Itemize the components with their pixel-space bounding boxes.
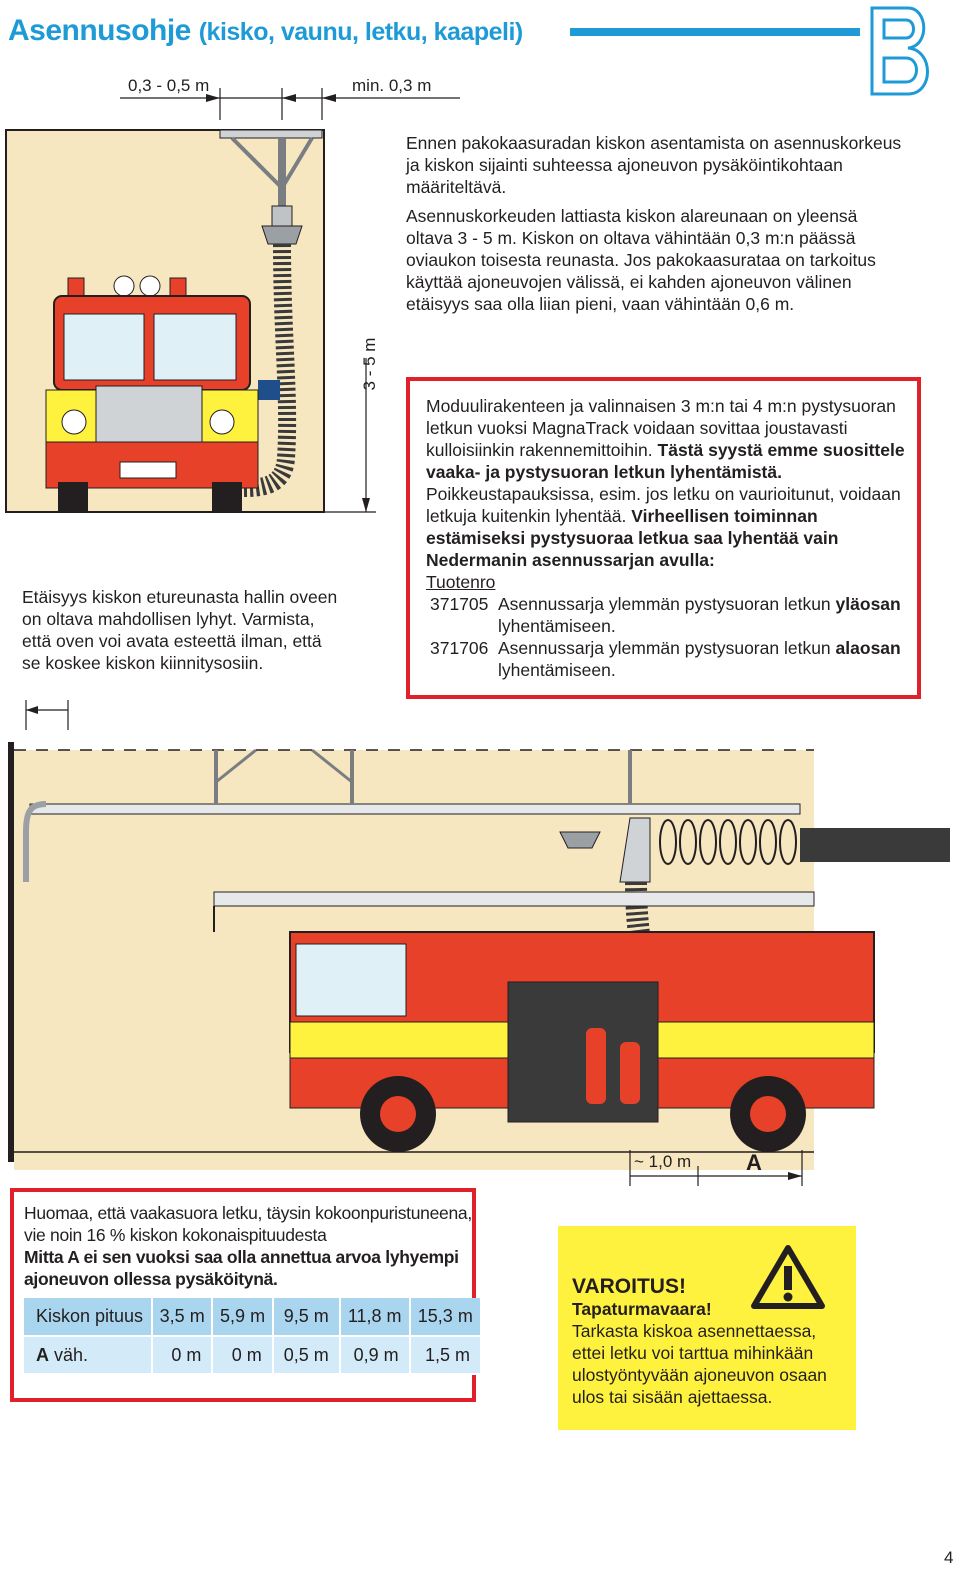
product-number: 371705	[430, 594, 489, 614]
hose-length-note: Huomaa, että vaakasuora letku, täysin ko…	[10, 1188, 476, 1402]
warning-subtitle: Tapaturmavaara!	[572, 1299, 712, 1319]
title-subtitle: (kisko, vaunu, letku, kaapeli)	[198, 18, 524, 46]
page-title: Asennusohje (kisko, vaunu, letku, kaapel…	[8, 14, 523, 48]
label-min: väh.	[49, 1344, 89, 1365]
dimension-offset-label: 0,3 - 0,5 m	[128, 76, 210, 95]
front-view-illustration	[5, 129, 376, 513]
notice-text-3: Poikkeustapauksissa, esim. jos letku on …	[426, 484, 901, 526]
intro-paragraph-2: Asennuskorkeuden lattiasta kiskon alareu…	[406, 206, 876, 314]
rail-length-table: Kiskon pituus 3,5 m 5,9 m 9,5 m 11,8 m 1…	[24, 1298, 483, 1375]
table-row-label: Kiskon pituus	[24, 1298, 153, 1337]
table-cell: 0 m	[152, 1336, 214, 1375]
notice-text-2: Tästä syystä emme suosittele vaaka- ja p…	[426, 440, 905, 482]
product-number: 371706	[430, 638, 489, 658]
dimension-height-label: 3 - 5 m	[360, 337, 379, 391]
title-main: Asennusohje	[8, 14, 191, 47]
table-row: A väh. 0 m 0 m 0,5 m 0,9 m 1,5 m	[24, 1336, 483, 1375]
table-cell: 0,5 m	[272, 1336, 341, 1375]
product-number-header: Tuotenro	[426, 572, 496, 592]
product-desc-bold: alaosan	[835, 638, 901, 658]
warning-box: VAROITUS! Tapaturmavaara! Tarkasta kisko…	[558, 1226, 856, 1430]
intro-text: Ennen pakokaasuradan kiskon asentamista …	[406, 132, 906, 315]
door-distance-arrow	[25, 700, 69, 730]
bottom-dimension-lines	[629, 1150, 803, 1186]
hose-shortening-notice: Moduulirakenteen ja valinnaisen 3 m:n ta…	[406, 377, 921, 699]
table-cell: 0,9 m	[339, 1336, 411, 1375]
product-desc: Asennussarja ylemmän pystysuoran letkun	[498, 638, 831, 658]
table-cell: 1,5 m	[409, 1336, 483, 1375]
product-desc-end: lyhentämiseen.	[498, 616, 616, 636]
note-text-1: Huomaa, että vaakasuora letku, täysin ko…	[24, 1203, 472, 1245]
section-letter-b	[870, 6, 929, 96]
warning-title: VAROITUS!	[572, 1275, 686, 1298]
label-a: A	[36, 1344, 49, 1365]
dimension-a-label: A	[746, 1150, 762, 1175]
notice-text-1: Moduulirakenteen ja valinnaisen 3 m:n ta…	[426, 396, 896, 460]
title-rule	[570, 28, 860, 36]
table-cell: 11,8 m	[339, 1298, 411, 1337]
warning-triangle-icon	[751, 1245, 825, 1309]
intro-paragraph-1: Ennen pakokaasuradan kiskon asentamista …	[406, 133, 902, 197]
table-cell: 9,5 m	[272, 1298, 341, 1337]
product-desc: Asennussarja ylemmän pystysuoran letkun	[498, 594, 831, 614]
table-row: Kiskon pituus 3,5 m 5,9 m 9,5 m 11,8 m 1…	[24, 1298, 483, 1337]
top-dimension-lines	[120, 88, 460, 120]
product-item: 371705 Asennussarja ylemmän pystysuoran …	[426, 593, 916, 637]
page-number: 4	[944, 1548, 954, 1567]
notice-text-4: Virheellisen toiminnan estämiseksi pysty…	[426, 506, 839, 570]
table-cell: 0 m	[212, 1336, 274, 1375]
dimension-min-label: min. 0,3 m	[352, 76, 432, 95]
product-desc-bold: yläosan	[835, 594, 901, 614]
door-distance-note: Etäisyys kiskon etureunasta hallin oveen…	[22, 587, 338, 673]
table-cell: 15,3 m	[409, 1298, 483, 1337]
table-row-label: A väh.	[24, 1336, 153, 1375]
dimension-approx-label: ~ 1,0 m	[634, 1152, 692, 1171]
product-desc-end: lyhentämiseen.	[498, 660, 616, 680]
table-cell: 3,5 m	[152, 1298, 214, 1337]
side-view-illustration	[8, 742, 950, 1170]
product-item: 371706 Asennussarja ylemmän pystysuoran …	[426, 637, 916, 681]
warning-text: Tarkasta kiskoa asennettaessa, ettei let…	[572, 1321, 827, 1407]
table-cell: 5,9 m	[212, 1298, 274, 1337]
note-text-2: Mitta A ei sen vuoksi saa olla annettua …	[24, 1247, 459, 1289]
